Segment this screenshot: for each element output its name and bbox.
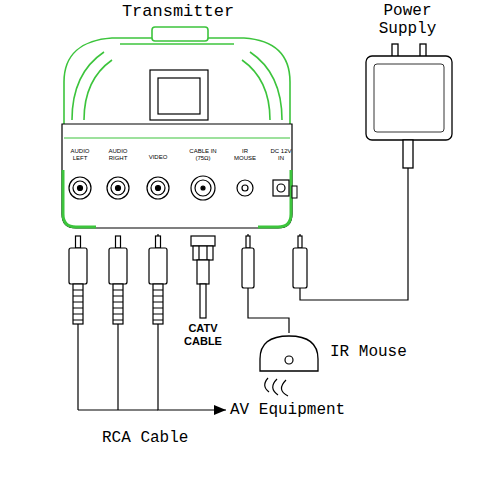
jack-label: DC 12V IN [270, 148, 292, 162]
transmitter-housing [250, 52, 282, 120]
ir-waves [273, 379, 278, 395]
power-supply-node: Power Supply [355, 2, 460, 142]
dc-jack [273, 180, 289, 196]
node-text: IR Mouse [330, 342, 392, 362]
front-slot [158, 78, 200, 114]
rca-cable [78, 324, 158, 410]
rca-plug [149, 236, 167, 324]
corner-bumper [63, 170, 96, 227]
ir-plug [246, 236, 250, 248]
ir-jack [242, 185, 248, 191]
rca-plug [109, 236, 127, 324]
transmitter-housing [242, 60, 270, 120]
mouse-outline [258, 333, 320, 373]
corner-bumper [63, 170, 291, 227]
mouse-outline [260, 336, 318, 371]
rca-jack [147, 177, 169, 199]
catv-plug [200, 284, 206, 318]
dc-jack [277, 184, 285, 192]
rca-plug [69, 236, 87, 324]
transmitter-housing [84, 60, 112, 120]
rca-jack [111, 181, 125, 195]
power-adapter [366, 44, 452, 168]
power-adapter [366, 56, 452, 140]
jack-label: IR MOUSE [233, 148, 257, 162]
front-slot [150, 70, 208, 120]
catv-jack [201, 186, 205, 190]
jack-label: AUDIO LEFT [68, 148, 92, 162]
rca-jack [69, 177, 169, 199]
transmitter-housing [64, 38, 290, 124]
power-adapter [403, 140, 413, 168]
corner-bumper [258, 170, 291, 227]
rca-jack [151, 181, 165, 195]
transmitter-housing [120, 43, 234, 45]
rca-jack [107, 177, 129, 199]
ir-plug [242, 236, 254, 288]
catv-plug [191, 236, 215, 246]
dc-jack [273, 180, 289, 196]
front-panel [62, 124, 292, 228]
ir-plug [242, 248, 254, 288]
cable-label: RCA Cable [100, 428, 190, 448]
ir-waves [281, 380, 288, 396]
catv-jack [195, 180, 211, 196]
power-adapter [374, 64, 444, 132]
ir-jack [237, 180, 253, 196]
node-text: AV Equipment [226, 400, 345, 420]
rca-cable [77, 324, 78, 410]
catv-plug [193, 246, 213, 260]
cable-label: CATV CABLE [178, 322, 228, 348]
jack-label: VIDEO [144, 154, 172, 161]
jack-label: CABLE IN (75Ω) [187, 148, 219, 162]
transmitter-housing [152, 27, 208, 41]
rca-jack [116, 186, 121, 191]
catv-plug [197, 260, 209, 284]
catv-plug [191, 236, 215, 318]
front-panel [62, 124, 292, 228]
rca-cable [117, 324, 118, 410]
catv-jack [191, 176, 215, 200]
catv-jack [191, 176, 215, 200]
ir-jack [237, 180, 253, 196]
catv-plug [199, 246, 207, 260]
rca-jack [69, 177, 91, 199]
cable-connector [300, 142, 408, 300]
node-text: Transmitter [58, 2, 298, 22]
side-nub [292, 186, 297, 198]
rca-jack [73, 181, 87, 195]
node-text: Power Supply [355, 2, 460, 38]
av-equipment-node: AV Equipment [226, 400, 345, 420]
ir-mouse-node: IR Mouse [258, 333, 320, 373]
ir-waves [265, 378, 288, 396]
rca-cable [78, 409, 158, 410]
rca-jack [78, 186, 83, 191]
device-node: Transmitter [58, 2, 298, 234]
ir-waves [265, 378, 269, 392]
power-plug [293, 248, 307, 288]
front-panel [64, 137, 290, 138]
power-plug [293, 236, 307, 288]
transmitter-housing [64, 27, 290, 124]
rca-jack [156, 186, 161, 191]
front-slot [150, 70, 208, 120]
transmitter-housing [72, 52, 104, 120]
jack-label: AUDIO RIGHT [104, 148, 132, 162]
power-plug [298, 236, 302, 248]
mouse-sensor [285, 356, 293, 364]
